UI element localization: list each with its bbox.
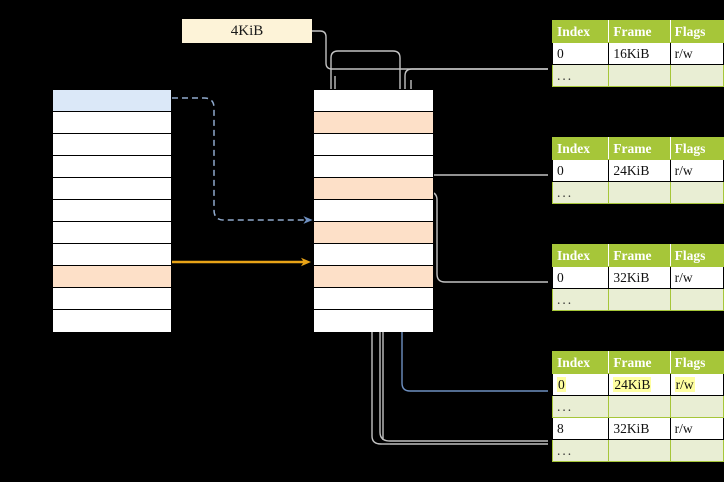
cell-frame: 24KiB [608,159,671,182]
virtual-page-row-5 [53,200,171,222]
table-row-ellipsis[interactable]: ... [551,288,724,311]
cell-flags: r/w [669,373,724,396]
cell-frame: 32KiB [608,266,671,289]
wire-virtual-row0-to-physical [172,97,313,224]
virtual-page-row-2 [53,134,171,156]
cell-index: ... [551,439,610,462]
table-row-ellipsis[interactable]: ... [551,395,724,418]
cell-frame: 24KiB [608,373,671,396]
virtual-page-row-4 [53,178,171,200]
cell-index: ... [551,395,610,418]
cell-flags [669,181,724,204]
highlighted-value: 0 [557,376,566,392]
cell-frame [608,181,671,204]
virtual-page-row-9 [53,288,171,310]
cell-index: ... [551,64,610,87]
cell-index: ... [551,181,610,204]
virtual-page-row-10 [53,310,171,332]
highlighted-value: 24KiB [613,376,652,392]
cell-index: 0 [551,42,610,65]
virtual-page-row-3 [53,156,171,178]
physical-frame-row-0 [314,90,433,112]
cell-index: 0 [551,266,610,289]
physical-address-space [313,89,434,332]
physical-frame-row-7 [314,244,433,266]
highlighted-value: r/w [674,376,695,392]
table-row-ellipsis[interactable]: ... [551,64,724,87]
column-header-frame: Frame [608,244,671,267]
column-header-flags: Flags [669,20,724,43]
physical-frame-row-3 [314,156,433,178]
table-row-ellipsis[interactable]: ... [551,181,724,204]
cell-flags [669,288,724,311]
physical-frame-row-4 [314,178,433,200]
physical-frame-row-10 [314,310,433,332]
physical-frame-row-8 [314,266,433,288]
cell-frame [608,64,671,87]
virtual-address-space [52,89,172,332]
virtual-page-row-1 [53,112,171,134]
cell-frame [608,288,671,311]
cell-frame [608,439,671,462]
page-size-label: 4KiB [182,19,312,43]
column-header-frame: Frame [608,137,671,160]
column-header-flags: Flags [669,137,724,160]
physical-frame-row-9 [314,288,433,310]
column-header-index: Index [551,351,610,374]
cell-flags: r/w [669,417,724,440]
cell-flags [669,395,724,418]
virtual-page-row-0 [53,90,171,112]
column-header-frame: Frame [608,351,671,374]
cell-frame: 32KiB [608,417,671,440]
cell-index: 0 [551,373,610,396]
column-header-index: Index [551,20,610,43]
physical-frame-row-1 [314,112,433,134]
virtual-page-row-7 [53,244,171,266]
table-row[interactable]: 0 24KiB r/w [551,373,724,396]
column-header-frame: Frame [608,20,671,43]
column-header-index: Index [551,137,610,160]
cell-flags: r/w [669,42,724,65]
cell-flags: r/w [669,159,724,182]
column-header-index: Index [551,244,610,267]
virtual-page-row-8 [53,266,171,288]
column-header-flags: Flags [669,244,724,267]
virtual-page-row-6 [53,222,171,244]
cell-index: 8 [551,417,610,440]
wire-pagesize-to-table1 [312,30,548,70]
cell-index: 0 [551,159,610,182]
cell-flags [669,64,724,87]
cell-index: ... [551,288,610,311]
physical-frame-row-2 [314,134,433,156]
cell-frame: 16KiB [608,42,671,65]
physical-frame-row-5 [314,200,433,222]
cell-frame [608,395,671,418]
column-header-flags: Flags [669,351,724,374]
physical-frame-row-6 [314,222,433,244]
cell-flags [669,439,724,462]
cell-flags: r/w [669,266,724,289]
table-row-ellipsis[interactable]: ... [551,439,724,462]
